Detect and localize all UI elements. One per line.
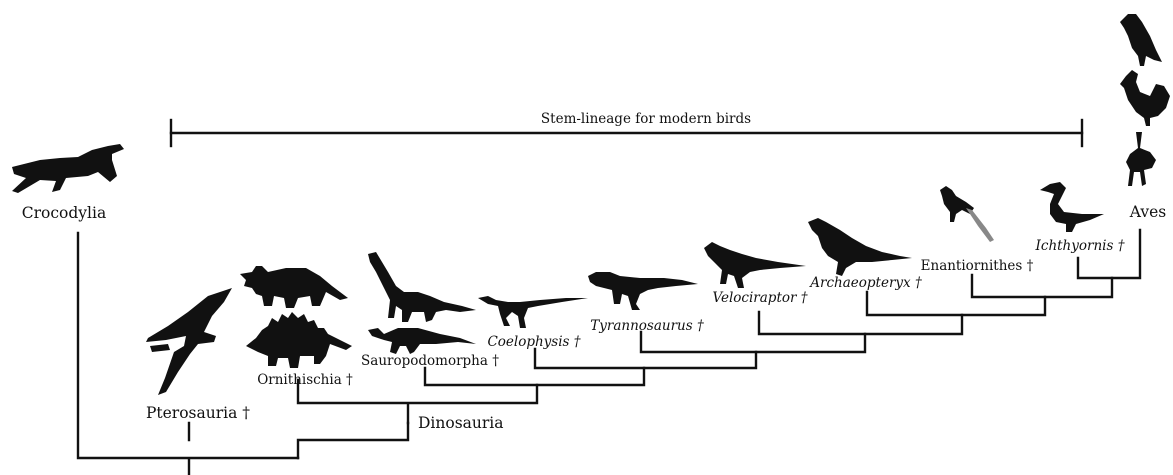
label-ichthyornis: Ichthyornis † <box>1035 238 1125 254</box>
label-crocodylia: Crocodylia <box>22 204 106 222</box>
label-pterosauria: Pterosauria † <box>146 404 250 422</box>
triceratops-icon <box>240 266 348 308</box>
brachiosaurus-icon <box>368 252 476 322</box>
label-tyrannosaurus: Tyrannosaurus † <box>590 318 704 334</box>
label-velociraptor: Velociraptor † <box>712 290 807 306</box>
stegosaurus-icon <box>246 312 352 368</box>
plateosaurus-icon <box>368 328 476 354</box>
label-dinosauria: Dinosauria <box>418 414 504 432</box>
tyrannosaurus-icon <box>588 272 698 310</box>
crocodile-icon <box>12 144 124 193</box>
velociraptor-icon <box>704 242 806 288</box>
coelophysis-icon <box>478 296 588 328</box>
label-ornithischia: Ornithischia † <box>257 372 353 388</box>
label-sauropodomorpha: Sauropodomorpha † <box>361 353 499 369</box>
pterosaur-icon <box>146 288 232 395</box>
ostrich-icon <box>1126 132 1156 186</box>
branch-saurischia <box>425 368 644 385</box>
label-aves: Aves <box>1129 203 1166 221</box>
branch-avialae <box>867 292 1045 315</box>
archaeopteryx-icon <box>808 218 912 276</box>
rooster-icon <box>1120 70 1170 126</box>
label-coelophysis: Coelophysis † <box>487 334 580 350</box>
stem-lineage-label: Stem-lineage for modern birds <box>541 111 751 127</box>
label-archaeopteryx: Archaeopteryx † <box>808 275 922 291</box>
crow-icon <box>1120 14 1162 66</box>
enantiornithine-icon <box>940 186 994 242</box>
ichthyornis-icon <box>1040 182 1104 232</box>
label-enantiornithes: Enantiornithes † <box>921 258 1034 274</box>
branch-ornithodira <box>189 423 408 458</box>
